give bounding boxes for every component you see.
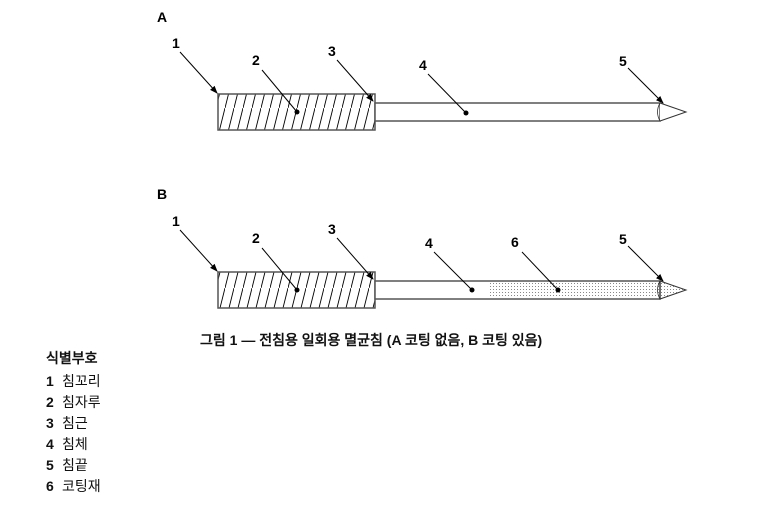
legend-label: 침꼬리 [62,373,101,389]
legend-label: 침자루 [62,394,101,410]
callout-2: 2 [252,230,260,246]
legend-label: 코팅재 [62,478,101,494]
panel-label-b: B [157,186,167,202]
legend-label: 침근 [62,415,88,431]
callout-3: 3 [328,43,336,59]
legend-num: 3 [46,415,54,431]
figure-caption: 그림 1 — 전침용 일회용 멸균침 (A 코팅 없음, B 코팅 있음) [200,332,543,348]
legend-item: 5 침끝 [46,455,101,476]
callout-2: 2 [252,52,260,68]
callout-1: 1 [172,35,180,51]
needle-body [374,102,661,122]
legend-num: 1 [46,373,54,389]
legend-title: 식별부호 [46,350,98,366]
legend-num: 2 [46,394,54,410]
panel-b: B 1 2 3 4 6 5 [157,186,688,309]
legend-item: 6 코팅재 [46,476,101,497]
needle-tip [659,280,688,300]
legend-num: 4 [46,436,54,452]
panel-a: A 1 2 3 4 5 [157,9,688,131]
callout-6: 6 [511,234,519,250]
legend-item: 3 침근 [46,413,101,434]
coating [490,282,660,298]
callout-1: 1 [172,213,180,229]
callout-4: 4 [419,57,427,73]
legend-label: 침끝 [62,457,88,473]
legend-item: 1 침꼬리 [46,371,101,392]
legend-item: 2 침자루 [46,392,101,413]
callout-5: 5 [619,53,627,69]
legend-num: 6 [46,478,54,494]
callout-4: 4 [425,235,433,251]
legend-label: 침체 [62,436,88,452]
callout-5: 5 [619,231,627,247]
needle-tip [659,102,688,122]
callout-3: 3 [328,221,336,237]
legend-item: 4 침체 [46,434,101,455]
legend-num: 5 [46,457,54,473]
legend: 식별부호 1 침꼬리 2 침자루 3 침근 4 침체 5 침끝 6 코팅재 [46,348,101,497]
panel-label-a: A [157,9,167,25]
